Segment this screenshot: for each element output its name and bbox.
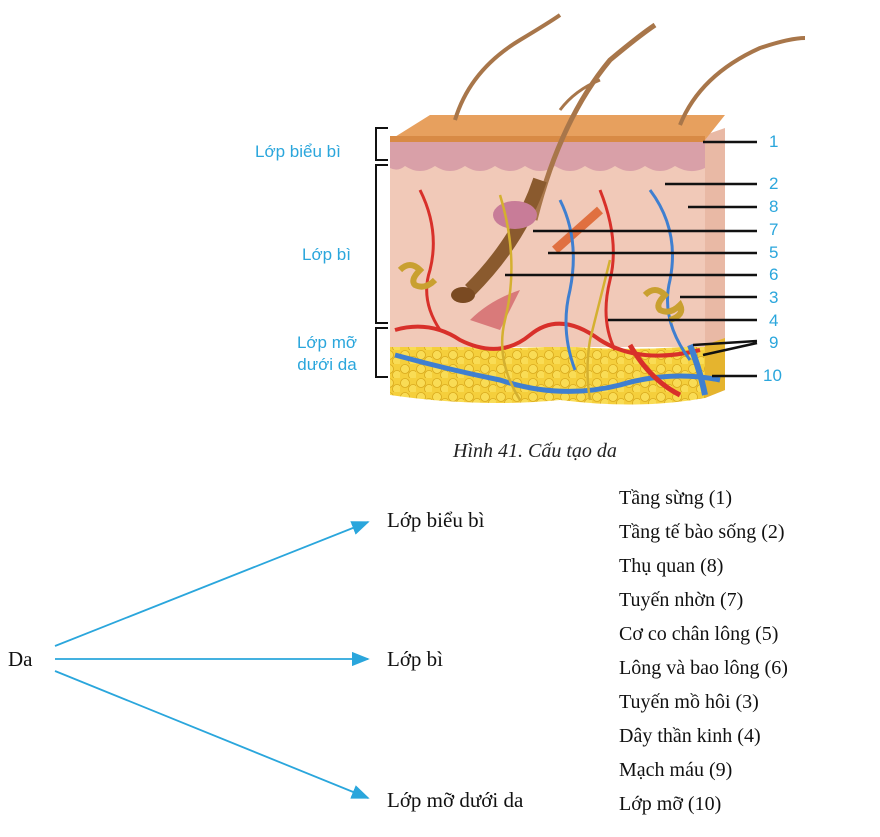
fat-layer	[390, 340, 705, 405]
list-item: Thụ quan (8)	[619, 555, 724, 577]
list-item: Lớp mỡ (10)	[619, 793, 722, 815]
number-label-7: 7	[769, 220, 779, 239]
tree-branch-hypodermis: Lớp mỡ dưới da	[387, 788, 524, 812]
number-label-1: 1	[769, 132, 779, 151]
number-label-4: 4	[769, 311, 779, 330]
skin-illustration	[375, 13, 806, 405]
dermis-bracket	[375, 164, 388, 324]
list-item: Tuyến nhờn (7)	[619, 589, 744, 611]
sebaceous-gland	[493, 201, 537, 229]
number-label-2: 2	[769, 174, 779, 193]
living-cell-layer	[390, 140, 705, 172]
epidermis-top	[390, 115, 725, 140]
epidermis-bracket	[375, 127, 388, 161]
list-item: Tuyến mồ hôi (3)	[619, 691, 759, 713]
number-label-10: 10	[763, 366, 782, 385]
nerve	[498, 194, 522, 401]
fat-side	[705, 338, 725, 398]
tree-branch-epidermis: Lớp biểu bì	[387, 508, 485, 532]
number-label-6: 6	[769, 265, 779, 284]
tree-arrows	[54, 521, 370, 799]
skin-layers-tree: Da Lớp biểu bì Lớp bì Lớp mỡ dưới da	[0, 470, 880, 832]
block-side-face	[705, 128, 725, 398]
list-item: Cơ co chân lông (5)	[619, 623, 779, 645]
tree-root-label: Da	[8, 647, 33, 671]
skin-structure-figure: Lớp biểu bì Lớp bì Lớp mỡ dưới da 1 2 8 …	[255, 13, 806, 462]
hypodermis-layer-label: Lớp mỡ dưới da	[296, 333, 358, 374]
list-item: Tầng sừng (1)	[619, 487, 733, 509]
arrow-to-epidermis	[54, 521, 370, 647]
hair-shaft	[532, 22, 657, 221]
hair-shaft	[678, 36, 806, 126]
blood-vessel	[394, 352, 721, 394]
arrow-to-hypodermis	[54, 670, 370, 799]
dermis-layer-label: Lớp bì	[302, 245, 351, 264]
list-item: Tầng tế bào sống (2)	[619, 521, 785, 543]
number-label-3: 3	[769, 288, 779, 307]
sweat-gland	[642, 287, 685, 323]
number-label-5: 5	[769, 243, 779, 262]
number-label-9: 9	[769, 333, 779, 352]
skin-parts-list: Tầng sừng (1) Tầng tế bào sống (2) Thụ q…	[619, 481, 788, 821]
number-label-8: 8	[769, 197, 779, 216]
hair-shaft	[453, 13, 562, 121]
leader-lines	[505, 140, 758, 378]
list-item: Lông và bao lông (6)	[619, 657, 788, 679]
figure-caption: Hình 41. Cấu tạo da	[453, 440, 617, 462]
hair-follicle	[465, 177, 547, 295]
list-item: Mạch máu (9)	[619, 759, 733, 781]
epidermis-layer-label: Lớp biểu bì	[255, 142, 341, 161]
hypodermis-bracket	[375, 327, 388, 378]
sweat-gland	[397, 262, 438, 290]
list-item: Dây thần kinh (4)	[619, 725, 761, 747]
tree-branch-dermis: Lớp bì	[387, 647, 444, 671]
